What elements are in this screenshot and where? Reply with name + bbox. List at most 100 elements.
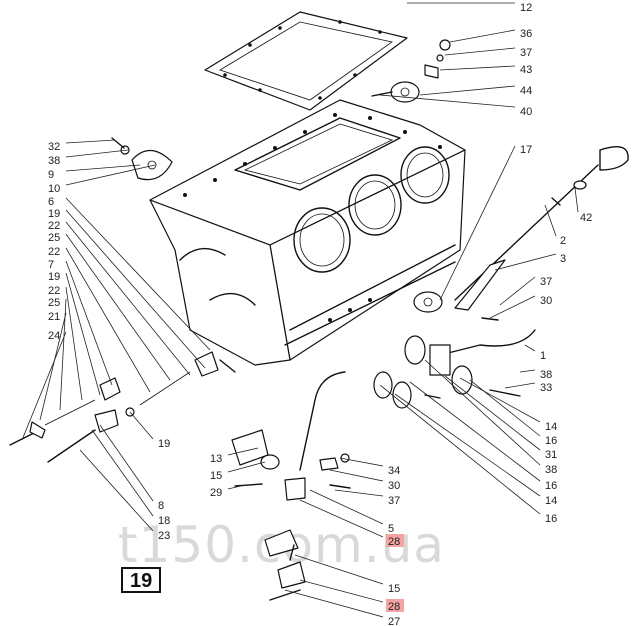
part-number-label: 38 [48, 155, 60, 167]
part-number-label: 36 [520, 28, 532, 40]
part-number-label: 22 [48, 220, 60, 232]
part-number-label: 22 [48, 285, 60, 297]
leader-line [499, 276, 536, 306]
leader-line [459, 377, 541, 423]
part-number-label: 23 [158, 530, 170, 542]
leader-line [574, 187, 579, 213]
relief-valve-parts [9, 351, 236, 463]
leader-line [284, 589, 384, 618]
leader-line [65, 139, 116, 144]
part-number-label: 16 [545, 513, 557, 525]
leader-line [394, 393, 541, 497]
leader-line [91, 429, 154, 517]
part-number-label: 28 [388, 601, 400, 613]
part-number-label: 5 [388, 523, 394, 535]
leader-line [444, 47, 516, 56]
part-number-label: 6 [48, 196, 54, 208]
leader-line [339, 457, 384, 467]
part-number-label: 15 [388, 583, 400, 595]
leader-line [65, 164, 141, 172]
leader-line [65, 197, 211, 351]
part-number-label: 38 [545, 464, 557, 476]
part-number-label: 31 [545, 449, 557, 461]
leader-line [379, 384, 541, 515]
leader-line [39, 312, 67, 421]
part-number-label: 33 [540, 382, 552, 394]
leader-line [504, 382, 536, 389]
highlight-box [386, 599, 404, 612]
part-number-label: 19 [48, 271, 60, 283]
leader-line [334, 489, 384, 497]
highlight-box [386, 534, 404, 547]
leader-line [294, 554, 384, 585]
part-number-label: 7 [48, 259, 54, 271]
leader-line [439, 145, 516, 301]
leader-line [65, 260, 113, 386]
leader-line [439, 65, 516, 71]
part-number-label: 16 [545, 480, 557, 492]
leader-line [21, 331, 67, 441]
part-labels-right: 1236374344401742233730138331416313816141… [520, 2, 592, 525]
part-number-label: 19 [48, 208, 60, 220]
part-number-label: 25 [48, 232, 60, 244]
left-cover [111, 137, 173, 181]
leader-line [299, 579, 384, 603]
part-number-label: 17 [520, 144, 532, 156]
leader-line [299, 499, 384, 538]
oil-pipe-assembly [373, 317, 536, 409]
part-number-label: 1 [540, 350, 546, 362]
part-number-label: 2 [560, 235, 566, 247]
leader-line [494, 253, 557, 271]
part-number-label: 30 [540, 295, 552, 307]
leader-line [444, 375, 541, 451]
part-number-label: 37 [388, 495, 400, 507]
leader-line [524, 344, 536, 352]
leader-line [519, 369, 536, 373]
leader-line [227, 447, 259, 456]
part-number-label: 12 [520, 2, 532, 14]
leader-line [65, 272, 101, 396]
oil-dipstick [413, 146, 629, 313]
leader-line [409, 381, 541, 482]
part-number-label: 34 [388, 465, 400, 477]
leader-line [99, 424, 154, 502]
part-number-label: 13 [210, 453, 222, 465]
part-number-label: 42 [580, 212, 592, 224]
part-number-label: 40 [520, 106, 532, 118]
part-number-label: 19 [158, 438, 170, 450]
part-number-label: 15 [210, 470, 222, 482]
leader-lines [21, 2, 579, 618]
part-number-label: 8 [158, 500, 164, 512]
part-number-label: 37 [540, 276, 552, 288]
part-number-label: 10 [48, 183, 60, 195]
leader-line [379, 94, 516, 108]
part-labels-highlighted: 28 28 [386, 534, 404, 613]
leader-line [65, 149, 129, 158]
part-number-label: 18 [158, 515, 170, 527]
leader-line [79, 449, 154, 532]
oil-pan-gasket [204, 11, 408, 111]
crankcase-block [149, 99, 466, 366]
part-number-label: 9 [48, 169, 54, 181]
part-number-label: 16 [545, 435, 557, 447]
part-number-label: 28 [388, 536, 400, 548]
oil-line-fittings [231, 371, 351, 601]
leader-line [227, 461, 266, 473]
part-number-label: 14 [545, 421, 557, 433]
part-number-label: 44 [520, 85, 532, 97]
part-number-label: 43 [520, 64, 532, 76]
leader-line [65, 286, 83, 401]
part-number-label: 29 [210, 487, 222, 499]
part-number-label: 14 [545, 495, 557, 507]
leader-line [489, 295, 536, 319]
sheet-number: 19 [130, 570, 152, 592]
leader-line [65, 164, 156, 186]
leader-line [65, 209, 206, 369]
part-number-label: 37 [520, 47, 532, 59]
leader-line [65, 233, 171, 381]
leader-line [65, 221, 191, 376]
leader-line [65, 247, 151, 393]
